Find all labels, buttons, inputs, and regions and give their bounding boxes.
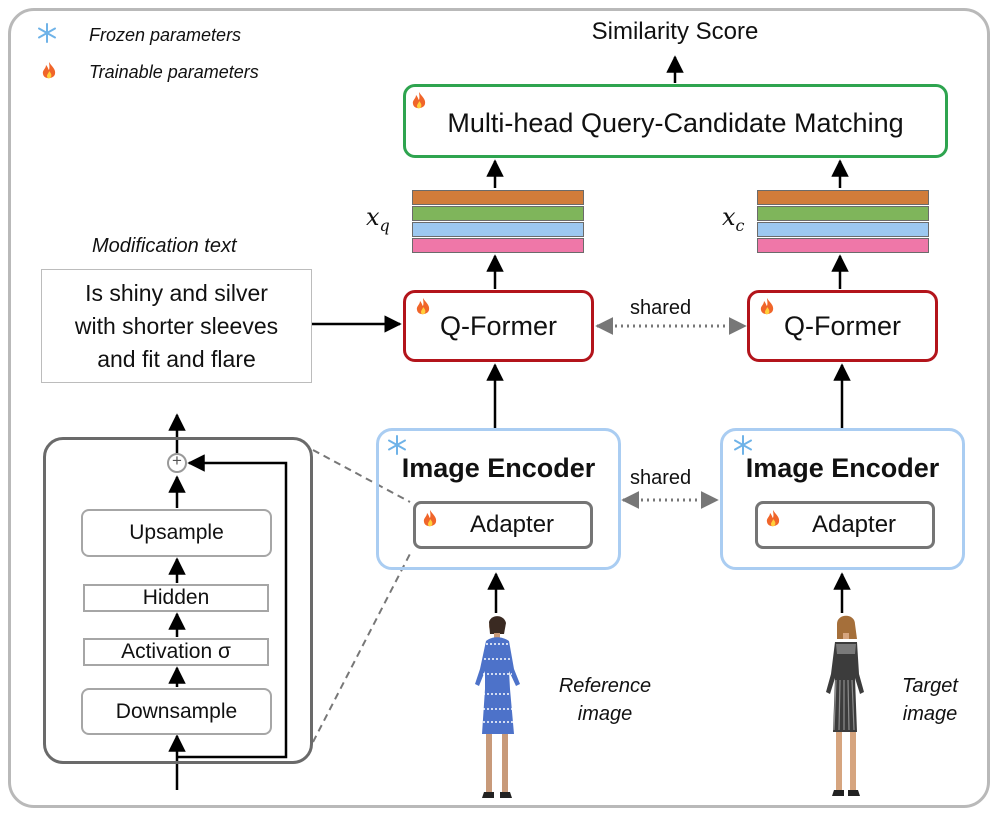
modification-text-box: Is shiny and silver with shorter sleeves… [41, 269, 312, 383]
image-encoder-left-title: Image Encoder [401, 453, 596, 483]
adapter-left-label: Adapter [469, 511, 555, 538]
snowflake-icon [388, 435, 406, 455]
xq-bar-4 [412, 238, 584, 253]
xq-symbol: xq [366, 203, 390, 235]
matching-module: Multi-head Query-Candidate Matching [403, 84, 948, 158]
xq-bar-2 [412, 206, 584, 221]
reference-image [475, 616, 520, 798]
reference-caption-line-1: Reference [558, 675, 652, 697]
target-caption-line-1: Target [902, 675, 958, 697]
modification-line-1: Is shiny and silver [85, 279, 268, 306]
upsample-label: Upsample [129, 521, 224, 544]
activation-block: Activation σ [83, 638, 269, 666]
adapter-left: Adapter [413, 501, 593, 549]
flame-icon [42, 62, 56, 79]
snowflake-icon [38, 23, 56, 43]
xq-bar-3 [412, 222, 584, 237]
hidden-block: Hidden [83, 584, 269, 612]
qformer-left: Q-Former [403, 290, 594, 362]
residual-add-icon [167, 453, 187, 473]
shared-encoder-label: shared [630, 467, 692, 489]
reference-caption: Reference image [550, 672, 660, 728]
upsample-block: Upsample [81, 509, 272, 557]
hidden-label: Hidden [142, 586, 210, 609]
target-caption-line-2: image [902, 703, 958, 725]
downsample-label: Downsample [115, 699, 238, 723]
xc-bar-1 [757, 190, 929, 205]
image-encoder-right-title: Image Encoder [745, 453, 940, 483]
qformer-left-label: Q-Former [440, 310, 557, 341]
modification-line-2: with shorter sleeves [74, 312, 279, 339]
shared-qformer-label: shared [630, 297, 692, 319]
adapter-right-label: Adapter [811, 511, 897, 538]
xc-bar-2 [757, 206, 929, 221]
qformer-right: Q-Former [747, 290, 938, 362]
legend-frozen: Frozen parameters [89, 25, 242, 45]
image-encoder-right: Image Encoder Adapter [720, 428, 965, 570]
downsample-block: Downsample [81, 688, 272, 735]
flame-icon [766, 510, 780, 527]
modification-text-label: Modification text [92, 235, 237, 257]
diagram-frame [8, 8, 990, 808]
adapter-detail-panel [43, 437, 313, 764]
qformer-right-label: Q-Former [784, 310, 901, 341]
xq-bar-1 [412, 190, 584, 205]
target-image [826, 615, 864, 796]
reference-caption-line-2: image [577, 703, 633, 725]
flame-icon [416, 298, 430, 315]
legend-trainable: Trainable parameters [89, 62, 259, 82]
image-encoder-left: Image Encoder Adapter [376, 428, 621, 570]
plus-symbol: + [172, 451, 182, 470]
xc-bar-4 [757, 238, 929, 253]
target-caption: Target image [880, 672, 980, 728]
zoom-line-bottom [312, 549, 413, 743]
flame-icon [760, 298, 774, 315]
zoom-line-top [312, 449, 411, 503]
flame-icon [412, 92, 426, 109]
flame-icon [423, 510, 437, 527]
similarity-score-label: Similarity Score [591, 18, 759, 45]
matching-label: Multi-head Query-Candidate Matching [447, 107, 904, 138]
xc-bar-3 [757, 222, 929, 237]
activation-label: Activation σ [121, 640, 231, 663]
modification-line-3: and fit and flare [97, 345, 256, 372]
xc-symbol: xc [722, 203, 745, 235]
snowflake-icon [734, 435, 752, 455]
adapter-right: Adapter [755, 501, 935, 549]
